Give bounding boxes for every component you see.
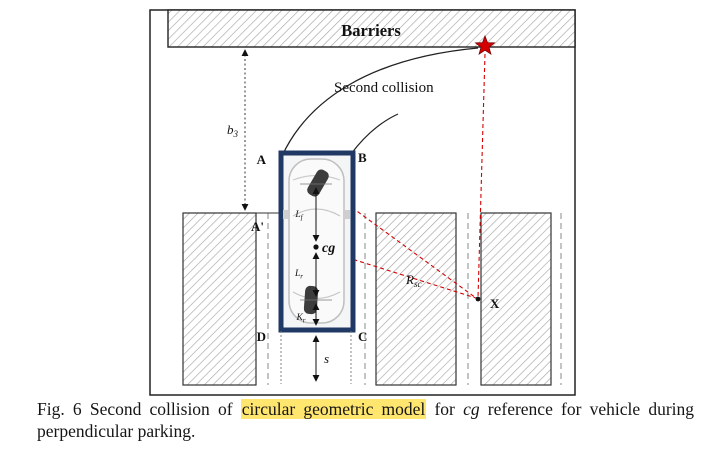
parked-vehicle-spots [182, 212, 552, 386]
point-a-prime-label: A' [251, 219, 264, 234]
left-parked-spot [182, 212, 257, 386]
s-label: s [324, 351, 329, 366]
s-dimension [280, 331, 352, 384]
point-a-label: A [257, 152, 267, 167]
collision-radius-lines [283, 53, 486, 299]
kr-label: Kr [295, 313, 305, 325]
figure-caption: Fig. 6 Second collision of circular geom… [37, 398, 694, 442]
point-d-label: D [257, 329, 266, 344]
car-mirror-left [283, 210, 288, 219]
caption-highlighted-term: circular geometric model [240, 399, 427, 419]
caption-cg-term: cg [463, 399, 480, 419]
caption-text-1: Fig. 6 Second collision of [37, 399, 241, 419]
parking-dividers [267, 213, 562, 385]
trajectory-arc-long [281, 47, 479, 157]
point-x-label: X [490, 296, 500, 311]
parking-diagram-svg: Barriers b3 [149, 9, 576, 396]
point-c-label: C [358, 329, 367, 344]
point-b-label: B [358, 150, 367, 165]
cg-point [313, 244, 319, 250]
figure-diagram: Barriers b3 [148, 8, 578, 403]
cg-label: cg [322, 241, 335, 256]
caption-text-3: reference for vehicle during perpendicul… [37, 399, 695, 441]
right-parked-spot [480, 212, 552, 386]
barriers-label: Barriers [341, 21, 401, 40]
caption-text-2: for [426, 399, 464, 419]
trajectory-arc-short [350, 113, 399, 155]
middle-parked-spot [375, 212, 457, 386]
rsc-label: Rsc [405, 272, 421, 289]
b3-label: b3 [227, 122, 239, 139]
ego-vehicle [278, 150, 356, 333]
lr-label: Lr [294, 269, 303, 281]
lf-label: Lf [294, 210, 303, 222]
x-point [475, 296, 481, 302]
collision-star-icon [474, 34, 496, 56]
car-mirror-right [345, 210, 350, 219]
second-collision-label: Second collision [334, 80, 434, 96]
barriers-band [167, 9, 576, 48]
